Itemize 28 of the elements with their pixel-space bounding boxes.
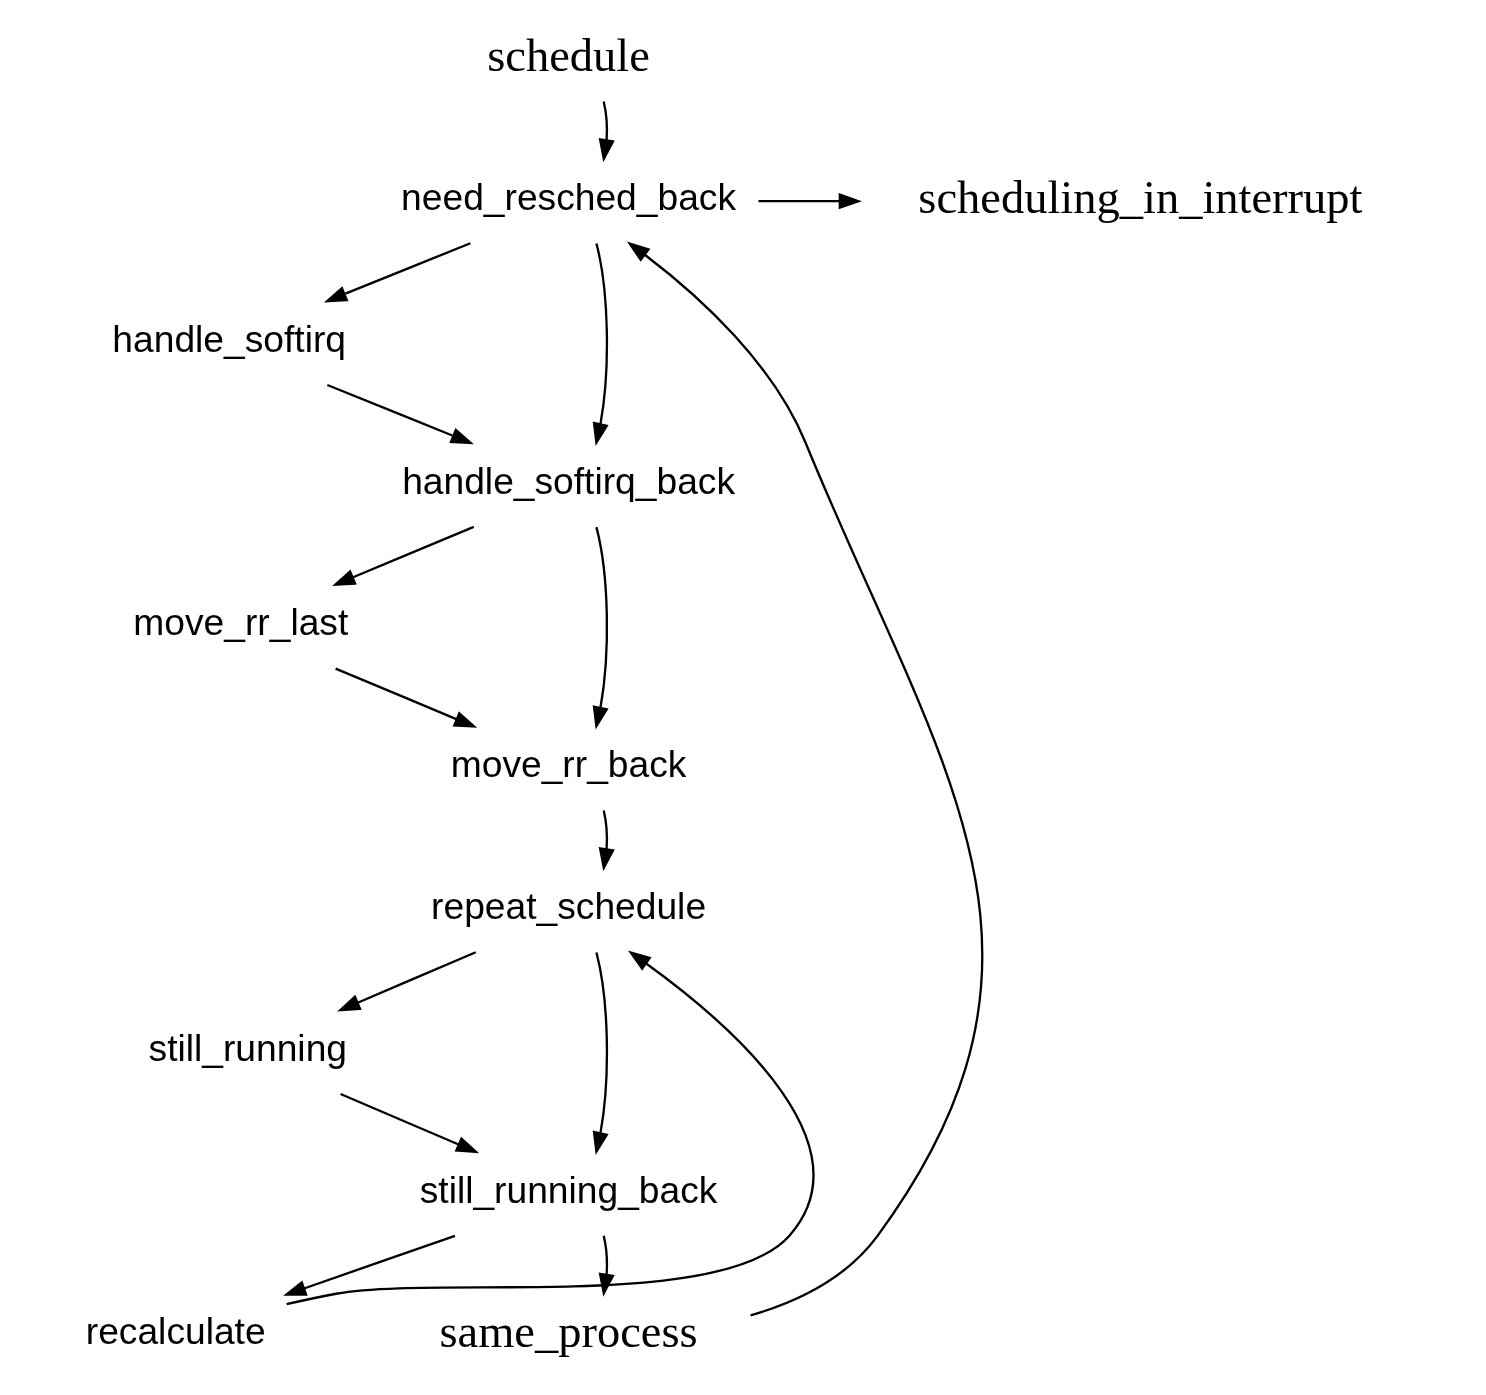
arrow [598, 101, 615, 163]
node-text: same_process [438, 1306, 698, 1358]
node-text: still_running [148, 1026, 347, 1069]
node-text: handle_softirq_back [401, 459, 735, 502]
arrow [282, 1234, 455, 1296]
arrow [598, 1235, 615, 1297]
arrow [285, 950, 814, 1306]
node-text: recalculate [85, 1310, 266, 1353]
node-text: schedule [486, 30, 650, 82]
arrow [757, 193, 862, 210]
node-text: still_running_back [419, 1168, 717, 1211]
node-text: need_resched_back [400, 176, 736, 219]
arrow [592, 952, 609, 1156]
arrow [326, 383, 474, 445]
node-text: move_rr_last [132, 601, 348, 644]
arrow [323, 242, 471, 303]
node-text: scheduling_in_interrupt [917, 171, 1362, 223]
node-text: handle_softirq [111, 317, 346, 360]
arrow [592, 526, 609, 730]
arrow [339, 1092, 479, 1154]
arrow [336, 951, 476, 1012]
node-text: move_rr_back [450, 743, 686, 786]
node-text: repeat_schedule [430, 885, 706, 928]
arrow [598, 810, 615, 872]
arrow [626, 241, 983, 1317]
arrow [331, 525, 474, 587]
arrow [334, 667, 477, 728]
arrow [592, 243, 609, 446]
